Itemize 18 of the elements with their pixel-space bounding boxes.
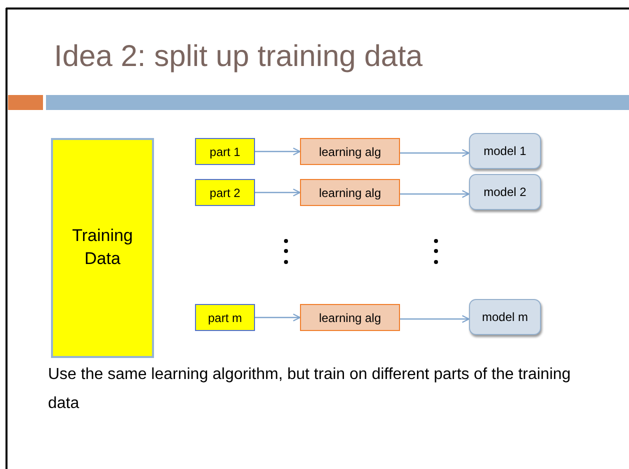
model-box: model m: [469, 299, 541, 335]
process-box: learning alg: [300, 138, 400, 165]
slide-title: Idea 2: split up training data: [54, 40, 423, 74]
data-part-box: part 2: [195, 179, 255, 206]
data-block: Training Data: [51, 138, 154, 358]
body-text: Use the same learning algorithm, but train on different parts of the training data: [48, 365, 572, 414]
process-box: learning alg: [300, 304, 400, 331]
data-part-box: part m: [195, 304, 255, 331]
arrow: [255, 148, 301, 156]
process-box: learning alg: [300, 179, 400, 206]
arrow: [255, 314, 301, 322]
model-box: model 1: [469, 133, 541, 169]
arrow: [255, 188, 301, 196]
arrow: [400, 149, 470, 157]
model-box: model 2: [469, 174, 541, 210]
arrow: [400, 190, 470, 198]
arrow: [400, 315, 470, 323]
data-part-box: part 1: [195, 138, 255, 165]
